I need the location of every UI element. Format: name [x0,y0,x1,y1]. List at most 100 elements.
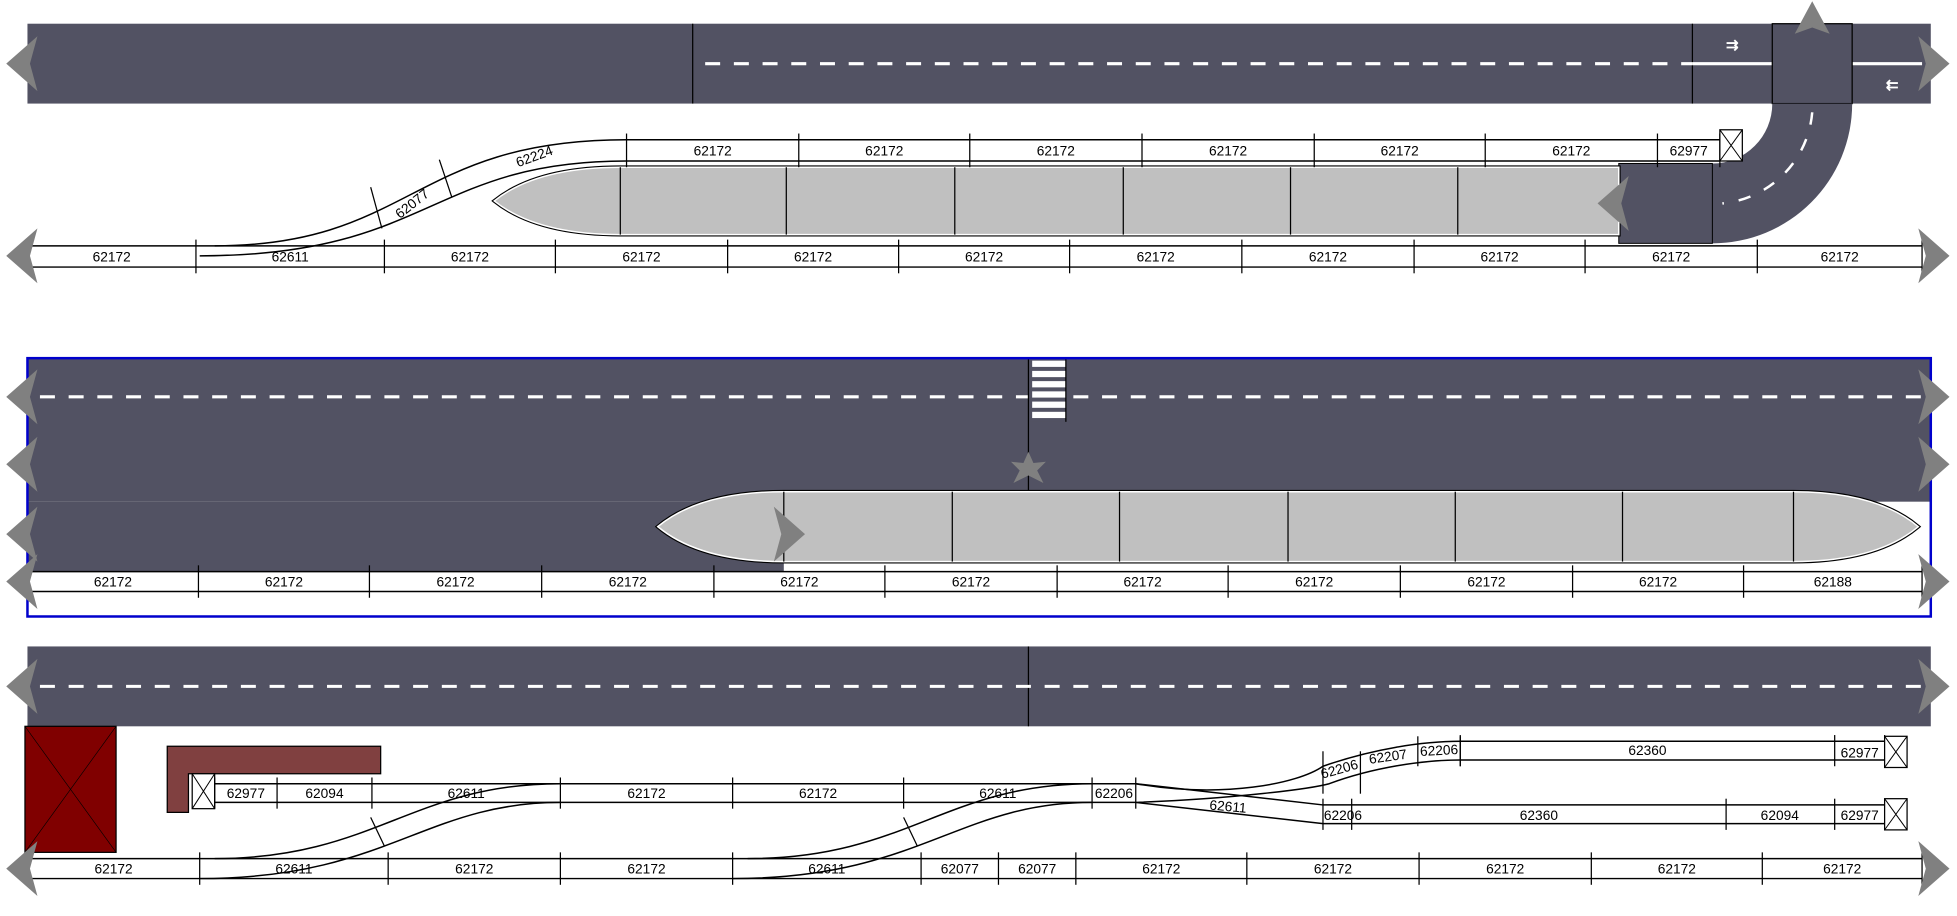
buffer-stop-cross [191,773,216,809]
lower-branch-track[interactable] [1322,798,1886,830]
connector-arrow-left[interactable] [6,36,38,92]
buffer-stop[interactable] [191,773,216,810]
track-piece-label: 62094 [1761,808,1800,823]
track-piece-label: 62172 [436,575,474,590]
connector-arrow-left[interactable] [6,436,38,492]
connector-arrow-left[interactable] [6,228,38,284]
connector-arrow-left[interactable] [6,554,38,610]
connector-arrow-right[interactable] [1918,369,1950,425]
track-piece-label: 62077 [941,862,979,877]
track-piece-label: 62172 [451,249,489,264]
track-piece-label: 62172 [265,575,303,590]
track-piece-label: 62172 [1652,249,1690,264]
connector-arrow-right[interactable] [1918,658,1950,714]
road-end-tile[interactable] [1618,162,1713,244]
rail-b [732,801,1093,880]
track-piece-label: 62611 [272,249,309,264]
road-lower-left-2[interactable] [27,501,784,572]
track-piece-label: 62188 [1814,575,1853,590]
rail-b [1135,801,1324,825]
track-piece-label: 62206 [1095,786,1134,801]
s-curve-track[interactable] [199,782,561,880]
upper-branch-track[interactable] [1459,735,1886,767]
middle-track-3[interactable] [214,777,1137,809]
track-piece-label: 62172 [965,249,1003,264]
connector-arrow-left[interactable] [1597,175,1629,231]
platform-surface [493,166,1620,236]
s-curve-track[interactable] [199,139,627,257]
building-red[interactable] [24,725,117,853]
connector-arrow-right[interactable] [1918,436,1950,492]
rail-a [214,139,627,247]
track-piece-label: 62172 [1137,249,1175,264]
track-piece-label: 62360 [1628,743,1667,758]
roads-layer: ⇉⇇ [26,23,1933,727]
building-brown[interactable] [166,745,382,814]
connector-arrow-right[interactable] [1918,36,1950,92]
track-piece-label: 62172 [865,143,903,158]
track-piece-label: 62094 [305,786,344,801]
crosswalk [1028,358,1066,422]
buffer-stop-cross [1719,129,1743,162]
track-piece-label: 62977 [227,786,265,801]
crosswalk-bg [1028,358,1066,422]
track-piece-label: 62172 [1381,143,1419,158]
road-junction-tile[interactable] [1771,23,1853,105]
switch-lower-branch[interactable] [1135,782,1324,825]
track-piece-label: 62977 [1841,808,1879,823]
platform-1[interactable] [491,165,1621,237]
track-piece-label: 62206 [1324,808,1363,823]
track-piece-label: 62172 [799,786,837,801]
track-piece-label: 62172 [622,249,660,264]
switch-upper-branch[interactable] [1135,740,1461,804]
track-piece-label: 62172 [1467,575,1505,590]
connector-arrow-right[interactable] [1918,841,1950,897]
main-track-3[interactable] [26,852,1923,885]
track-piece-label: 62224 [514,143,555,170]
main-track-2[interactable] [26,565,1923,598]
track-piece-label: 62206 [1319,757,1360,782]
track-piece-label: 62172 [455,862,493,877]
road-wide-2[interactable] [27,358,1931,502]
buffer-stop-cross [1884,798,1908,831]
buffer-stop[interactable] [1719,129,1743,162]
connector-star-icon[interactable] [1010,451,1046,483]
track-piece-label: 62611 [979,786,1016,801]
road-top-1[interactable] [27,23,1931,104]
road-3[interactable] [27,646,1931,727]
connector-arrow-up[interactable] [1794,1,1830,34]
connector-arrow-right[interactable] [773,506,806,562]
connector-arrow-left[interactable] [6,841,38,897]
s-curve-track[interactable] [732,782,1093,880]
connector-arrow-right[interactable] [1918,554,1950,610]
selection-border [26,356,1933,618]
track-piece-label: 62977 [1670,143,1708,158]
track-piece-label: 62172 [93,249,131,264]
connector-arrow-left[interactable] [6,658,38,714]
track-piece-label: 62172 [794,249,832,264]
buffer-stop[interactable] [1883,735,1908,769]
track-piece-label: 62172 [1480,249,1518,264]
road-curve[interactable] [1712,103,1853,244]
track-piece-label: 62611 [1209,798,1247,816]
crosswalk-stripe [1032,381,1066,388]
track-piece-label: 62172 [627,862,665,877]
track-piece-label: 62172 [1821,249,1859,264]
connector-arrow-left[interactable] [6,369,38,425]
rail-b [1135,759,1461,804]
track-joint [370,187,383,229]
building-red-cross [24,726,117,853]
rail-a [1135,782,1324,806]
road-curve-dashes [1722,112,1814,205]
rail-a [214,782,561,860]
connector-arrow-right[interactable] [1918,228,1950,284]
track-piece-label: 62360 [1520,808,1559,823]
tracks-layer [24,129,1923,885]
connector-arrow-left[interactable] [6,506,38,562]
platform-2[interactable] [654,489,1922,564]
track-piece-label: 62172 [1124,575,1162,590]
track-piece-label: 62172 [694,143,732,158]
track-piece-label: 62172 [780,575,818,590]
buffer-stop[interactable] [1883,798,1908,831]
